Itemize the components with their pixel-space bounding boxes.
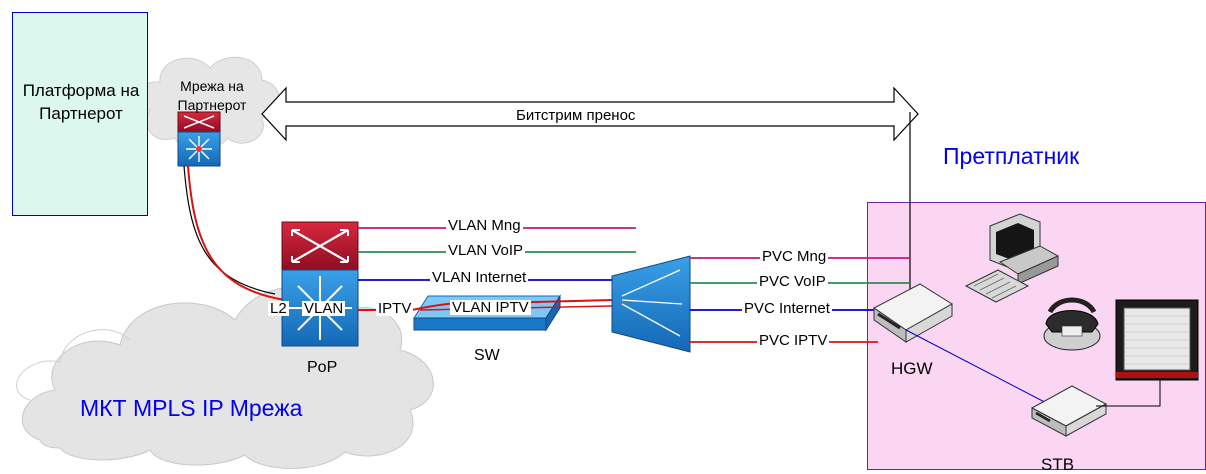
vlan-internet-label: VLAN Internet	[430, 269, 529, 286]
partner-network-label-line1: Мрежа на Партнерот	[163, 77, 261, 115]
pop-l2-label: L2	[268, 300, 289, 317]
pc-icon	[964, 213, 1060, 303]
sw-label: SW	[474, 347, 500, 364]
mkt-network-label: МКТ MPLS IP Мрежа	[80, 395, 303, 421]
pvc-voip-label: PVC VoIP	[757, 273, 828, 290]
pvc-internet-label: PVC Internet	[742, 300, 832, 317]
vlan-iptv-label: VLAN IPTV	[450, 299, 531, 316]
pvc-iptv-label: PVC IPTV	[757, 332, 830, 349]
stb-icon	[1030, 385, 1108, 437]
pvc-mng-label: PVC Mng	[760, 248, 829, 265]
partner-platform-box: Платформа на Партнерот	[12, 12, 148, 216]
vlan-mng-label: VLAN Mng	[446, 217, 523, 234]
partner-platform-label: Платформа на Партнерот	[22, 81, 140, 123]
pop-iptv-label: IPTV	[376, 300, 414, 317]
stb-label: STB	[1041, 455, 1075, 474]
partner-link-black	[183, 165, 276, 295]
bitstream-arrow	[261, 86, 919, 142]
stb-tv-link	[1096, 380, 1161, 407]
pop-multilayer-switch-icon	[281, 221, 359, 347]
subscriber-label: Претплатник	[943, 143, 1080, 169]
partner-network-label: Мрежа на Партнерот	[177, 78, 247, 113]
bitstream-label: Битстрим пренос	[516, 107, 636, 124]
pop-label: PoP	[307, 359, 338, 376]
pop-vlan-label: VLAN	[302, 300, 346, 317]
hgw-modem-icon	[873, 283, 953, 343]
partner-router-icon	[177, 111, 221, 167]
hgw-label: HGW	[891, 359, 933, 378]
dslam-icon	[611, 255, 691, 353]
hgw-stb-link	[905, 329, 1061, 411]
partner-link-red	[187, 165, 286, 301]
tv-icon	[1115, 299, 1199, 381]
phone-icon	[1043, 297, 1101, 351]
vlan-voip-label: VLAN VoIP	[446, 242, 526, 259]
